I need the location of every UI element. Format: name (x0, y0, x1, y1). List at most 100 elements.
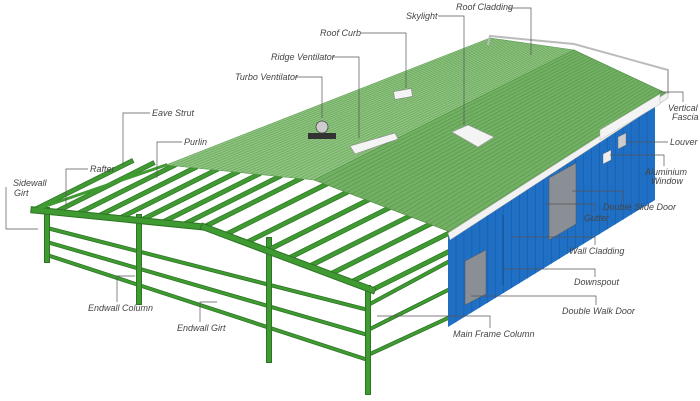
leader-vertical-fascia (659, 91, 684, 102)
louver (617, 132, 627, 150)
roof-rib (401, 77, 634, 214)
purlin (180, 174, 282, 228)
roof-rib (274, 46, 552, 177)
roof-rib (190, 39, 505, 168)
label-gutter: Gutter (584, 213, 610, 223)
label-ridge-ventilator: Ridge Ventilator (271, 52, 336, 62)
roof-rib (332, 55, 587, 188)
leader-turbo-ventilator (295, 76, 323, 118)
roof-rib (341, 58, 594, 191)
roof-rib (359, 64, 606, 199)
roof-rib (288, 47, 561, 178)
roof-rib (364, 65, 609, 200)
leader-wall-cladding (511, 236, 596, 245)
roof-rib (244, 44, 536, 174)
roof-rib (308, 49, 572, 180)
roof-rib (397, 76, 631, 213)
label-rafter: Rafter (90, 164, 116, 174)
label-aluminium-window-line2: Window (651, 176, 683, 186)
label-aluminium-window-line1: Aluminium (644, 167, 688, 177)
purlin (201, 176, 304, 230)
leader-endwall-girt (199, 301, 217, 322)
roof-rib (438, 89, 659, 229)
vertical-fascia (599, 93, 661, 141)
leader-eave-strut (122, 112, 150, 165)
roof-rib (200, 40, 510, 169)
label-purlin: Purlin (184, 137, 207, 147)
label-roof-curb: Roof Curb (320, 28, 361, 38)
endwall-girt (45, 240, 370, 337)
purlin (159, 172, 261, 226)
roof-rib (336, 56, 591, 190)
purlin (348, 229, 454, 285)
purlin (137, 169, 240, 223)
label-sidewall-girt-line2: Girt (14, 188, 29, 198)
roof-rib (234, 43, 530, 173)
roof-rib (170, 38, 494, 166)
roof-rib (215, 41, 519, 171)
roof (165, 34, 669, 234)
roof-rib (322, 52, 581, 184)
ridge-ventilator (349, 132, 399, 155)
purlin (31, 159, 134, 213)
purlin (285, 205, 391, 261)
leader-skylight (438, 15, 465, 125)
roof-ribs (170, 38, 666, 232)
purlin (327, 221, 433, 277)
leader-main-frame-column (377, 315, 491, 328)
label-louver: Louver (670, 137, 699, 147)
roof-rib (429, 86, 653, 225)
roof-rib (406, 78, 638, 216)
roof-rib (224, 42, 524, 172)
roof-accessories (308, 88, 495, 155)
leader-roof-cladding (508, 7, 532, 55)
label-roof-cladding: Roof Cladding (456, 2, 513, 12)
steel-frame (30, 158, 457, 395)
roof-rib (210, 41, 516, 170)
leader-roof-curb (361, 32, 407, 88)
roof-rib (318, 51, 578, 183)
roof-rib (284, 47, 558, 178)
purlin (95, 165, 198, 219)
label-double-slide-door: Double Slide Door (603, 202, 677, 212)
label-double-walk-door: Double Walk Door (562, 306, 636, 316)
roof-rib (387, 73, 625, 209)
label-downspout: Downspout (574, 277, 620, 287)
endwall-girt (45, 253, 370, 362)
leader-endwall-column (116, 275, 135, 302)
roof-rib (175, 38, 496, 167)
leader-purlin (156, 141, 182, 178)
roof-rib (369, 67, 612, 202)
leader-gutter (545, 203, 596, 212)
roof-rib (303, 48, 569, 180)
roof-rib (249, 44, 538, 174)
sidewall-girt (366, 316, 450, 357)
label-sidewall-girt-line1: Sidewall (13, 178, 48, 188)
roof-rib (383, 71, 622, 207)
eave-strut (32, 163, 168, 212)
purlin (222, 182, 329, 238)
roof-rib (195, 40, 508, 169)
roof-rib (443, 90, 663, 230)
leader-sidewall-girt (5, 187, 38, 230)
turbo-ventilator (315, 120, 329, 134)
roof-rib (298, 48, 566, 179)
purlin (52, 161, 155, 215)
label-vertical-fascia-line2: Fascia (672, 112, 699, 122)
roof-rib (392, 74, 628, 211)
roof-rib (269, 46, 550, 176)
roof-rib (327, 54, 584, 186)
endwall-girt (45, 226, 370, 312)
purlin (306, 213, 412, 269)
roof-curb (393, 88, 413, 100)
roof-rib (185, 39, 502, 168)
label-turbo-ventilator: Turbo Ventilator (235, 72, 299, 82)
roof-rib (424, 84, 650, 223)
roof-rib (180, 38, 499, 167)
label-eave-strut: Eave Strut (152, 108, 195, 118)
label-endwall-girt: Endwall Girt (177, 323, 226, 333)
sidewall-girt (366, 260, 450, 307)
aluminium-window (602, 149, 612, 165)
parapet-railing (487, 34, 669, 94)
